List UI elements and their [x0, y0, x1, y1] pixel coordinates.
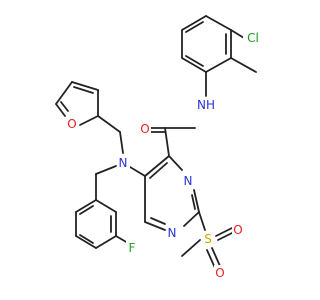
atom-label-nh: NH — [197, 98, 215, 112]
molecule-canvas: Cl NH O O N N N S — [55, 15, 263, 281]
bond — [181, 15, 207, 31]
atom-s: S — [202, 231, 215, 247]
bond — [150, 217, 166, 225]
bonds-layer — [55, 15, 257, 269]
structure-drawing: Cl NH O O N N N S — [55, 15, 263, 281]
bond — [205, 57, 232, 73]
bond — [119, 131, 124, 154]
atom-n-amine: N — [117, 155, 130, 171]
bond — [79, 205, 94, 215]
bond — [73, 86, 94, 94]
bond — [181, 57, 207, 73]
bond — [79, 115, 99, 126]
bond — [164, 127, 170, 157]
atom-o-furan: O — [66, 116, 79, 132]
bond — [97, 115, 121, 133]
atom-label-cl: Cl — [247, 31, 259, 45]
bond — [95, 165, 117, 175]
atom-nh: NH — [195, 97, 217, 113]
atom-cl: Cl — [243, 30, 263, 46]
bond — [79, 234, 94, 244]
bond — [206, 249, 216, 269]
bond — [95, 235, 117, 249]
bond — [129, 166, 146, 177]
atom-f: F — [126, 240, 139, 256]
bond — [149, 162, 168, 179]
atom-label-n-ring-top: N — [184, 174, 193, 188]
bond — [55, 81, 73, 105]
atom-n-ring-bottom: N — [166, 225, 179, 241]
bond — [183, 211, 200, 227]
bond — [144, 221, 166, 231]
atom-label-f: F — [129, 241, 136, 255]
atoms-layer: Cl NH O O N N N S — [66, 30, 263, 281]
bond — [215, 227, 233, 237]
bond — [60, 101, 69, 112]
atom-label-o-furan: O — [67, 117, 76, 131]
bond — [230, 57, 257, 73]
bond — [144, 155, 170, 177]
atom-label-s: S — [204, 232, 212, 246]
bond — [217, 232, 233, 241]
atom-o-sulfonyl-2: O — [214, 265, 227, 281]
bond — [71, 81, 99, 91]
atom-label-o-sulfonyl-2: O — [215, 266, 224, 280]
bond — [75, 199, 97, 213]
bond — [75, 235, 97, 249]
atom-label-o-carbonyl: O — [140, 122, 149, 136]
atom-o-carbonyl: O — [139, 121, 151, 137]
bond — [191, 194, 196, 210]
atom-n-ring-top: N — [182, 173, 195, 189]
bond — [185, 55, 204, 67]
bond — [181, 239, 201, 257]
atom-label-n-ring-bottom: N — [168, 226, 177, 240]
bond — [55, 103, 66, 117]
bond — [193, 189, 200, 213]
bond — [205, 15, 232, 31]
bond — [198, 211, 206, 231]
bond — [230, 29, 245, 39]
atom-label-o-sulfonyl-1: O — [233, 223, 242, 237]
bond — [185, 21, 204, 33]
bond — [168, 155, 183, 171]
bond — [95, 199, 117, 213]
atom-label-n-amine: N — [119, 156, 128, 170]
atom-o-sulfonyl-1: O — [232, 222, 245, 238]
bond — [211, 247, 221, 267]
